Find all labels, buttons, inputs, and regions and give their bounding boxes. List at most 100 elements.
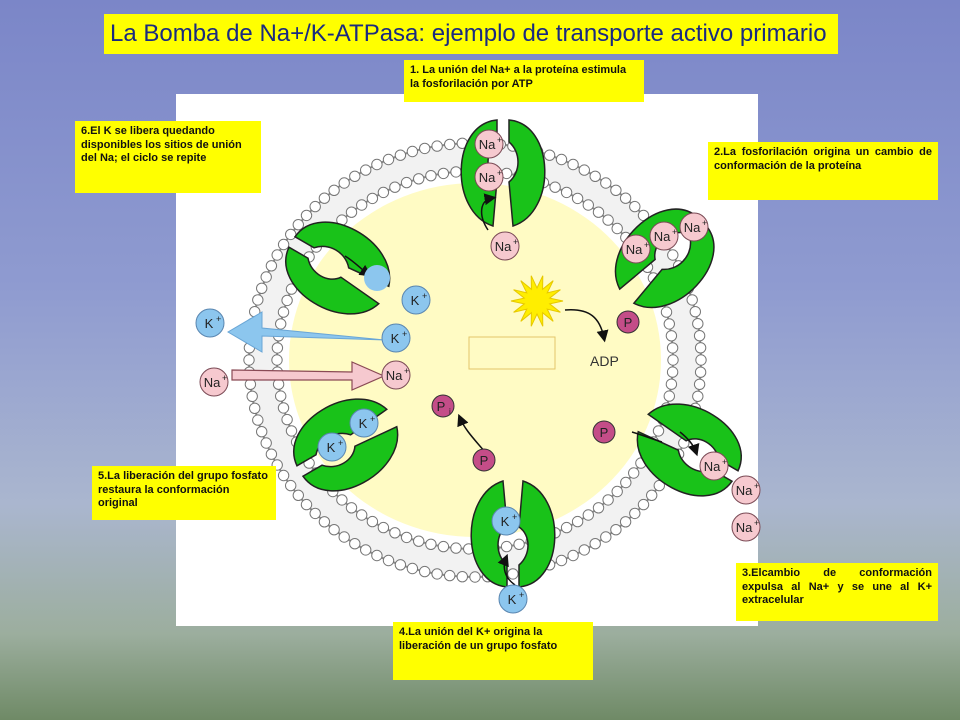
lipid-head-inner xyxy=(602,494,614,506)
lipid-head-inner xyxy=(652,425,665,437)
lipid-head-inner xyxy=(366,515,379,528)
ion-na: Na+ xyxy=(649,221,679,251)
ion-na: Na+ xyxy=(474,162,504,192)
lipid-head-inner xyxy=(275,390,287,402)
lipid-head-inner xyxy=(620,476,632,489)
empty-label-box xyxy=(468,336,556,370)
ion-na: Na+ xyxy=(731,512,761,542)
k-exit-arrow xyxy=(227,311,385,353)
ion-na-charge: + xyxy=(754,481,759,491)
lipid-head-outer xyxy=(693,378,706,390)
ion-k-label: K xyxy=(501,514,510,529)
ion-k-label: K xyxy=(205,316,214,331)
lipid-head-outer xyxy=(328,184,340,197)
step-5-note: 5.La liberación del grupo fosfato restau… xyxy=(92,466,276,520)
lipid-head-outer xyxy=(694,366,707,378)
lipid-head-outer xyxy=(277,238,290,251)
empty-site-circle xyxy=(364,265,390,291)
step-1-note: 1. La unión del Na+ a la proteína estimu… xyxy=(404,60,644,102)
ion-na: Na+ xyxy=(679,212,709,242)
lipid-head-inner xyxy=(356,509,368,521)
lipid-head-inner xyxy=(425,538,437,550)
ion-k-charge: + xyxy=(370,414,375,424)
lipid-head-inner xyxy=(663,318,675,330)
lipid-head-inner xyxy=(500,540,513,553)
lipid-head-inner xyxy=(281,294,293,307)
ion-k-charge: + xyxy=(216,314,221,324)
ion-na-label: Na xyxy=(736,483,753,498)
lipid-head-inner xyxy=(663,390,675,402)
ion-k-charge: + xyxy=(519,590,524,600)
lipid-head-outer xyxy=(629,200,641,213)
lipid-head-inner xyxy=(345,206,358,218)
lipid-head-inner xyxy=(667,354,679,366)
lipid-head-outer xyxy=(260,437,272,449)
lipid-head-inner xyxy=(660,306,673,318)
phosphate-3: P xyxy=(472,448,496,472)
ion-na-label: Na xyxy=(736,520,753,535)
lipid-head-inner xyxy=(560,186,573,199)
lipid-head-inner xyxy=(450,542,462,554)
lipid-head-outer xyxy=(265,448,278,460)
adp-label: ADP xyxy=(590,353,619,369)
lipid-head-inner xyxy=(285,425,298,437)
lipid-head-inner xyxy=(571,515,584,528)
lipid-head-outer xyxy=(507,568,519,580)
lipid-head-outer xyxy=(285,228,297,241)
lipid-head-outer xyxy=(382,554,395,567)
lipid-head-outer xyxy=(271,249,283,261)
lipid-head-outer xyxy=(567,158,579,171)
phosphate-3-label: P xyxy=(480,453,489,468)
lipid-head-outer xyxy=(555,153,568,166)
lipid-head-outer xyxy=(589,538,601,550)
lipid-head-outer xyxy=(431,140,443,152)
lipid-head-outer xyxy=(256,426,268,438)
ion-na-label: Na xyxy=(479,170,496,185)
step-4-note: 4.La unión del K+ origina la liberación … xyxy=(393,622,593,680)
lipid-head-outer xyxy=(338,531,350,543)
ion-k-charge: + xyxy=(402,329,407,339)
lipid-head-outer xyxy=(300,498,313,511)
lipid-head-outer xyxy=(695,354,707,366)
phosphate-inorganic-label: P xyxy=(437,399,446,414)
lipid-head-inner xyxy=(666,342,679,354)
ion-na-label: Na xyxy=(495,239,512,254)
lipid-head-inner xyxy=(602,214,614,226)
phosphate-1-label: P xyxy=(624,315,633,330)
lipid-head-inner xyxy=(437,540,450,553)
lipid-head-outer xyxy=(260,271,272,283)
ion-na: Na+ xyxy=(381,360,411,390)
lipid-head-inner xyxy=(271,354,283,366)
ion-na-charge: + xyxy=(222,373,227,383)
step-2-note: 2.La fosforilación origina un cambio de … xyxy=(708,142,938,200)
lipid-head-outer xyxy=(252,414,264,426)
lipid-head-inner xyxy=(582,199,594,211)
ion-na-charge: + xyxy=(702,218,707,228)
lipid-head-inner xyxy=(413,535,425,547)
ion-k-charge: + xyxy=(338,438,343,448)
lipid-head-outer xyxy=(300,209,313,222)
atp-burst-icon xyxy=(510,275,564,327)
lipid-head-inner xyxy=(271,342,284,354)
lipid-head-inner xyxy=(275,318,287,330)
lipid-head-outer xyxy=(309,200,321,213)
ion-na-charge: + xyxy=(644,240,649,250)
ion-k: K+ xyxy=(195,308,225,338)
lipid-head-inner xyxy=(277,402,290,414)
lipid-head-inner xyxy=(592,502,605,514)
lipid-head-outer xyxy=(360,164,372,176)
lipid-head-outer xyxy=(610,184,622,197)
lipid-head-outer xyxy=(646,489,658,501)
phosphate-inorganic: P i xyxy=(431,394,455,418)
lipid-head-outer xyxy=(318,192,331,204)
page-title: La Bomba de Na+/K-ATPasa: ejemplo de tra… xyxy=(104,14,838,54)
lipid-head-inner xyxy=(356,199,368,211)
lipid-head-outer xyxy=(469,571,481,583)
lipid-head-outer xyxy=(349,170,361,183)
ion-na-charge: + xyxy=(722,457,727,467)
lipid-head-outer xyxy=(371,158,383,171)
lipid-head-outer xyxy=(338,177,350,189)
ion-na-label: Na xyxy=(204,375,221,390)
lipid-head-outer xyxy=(265,260,278,272)
